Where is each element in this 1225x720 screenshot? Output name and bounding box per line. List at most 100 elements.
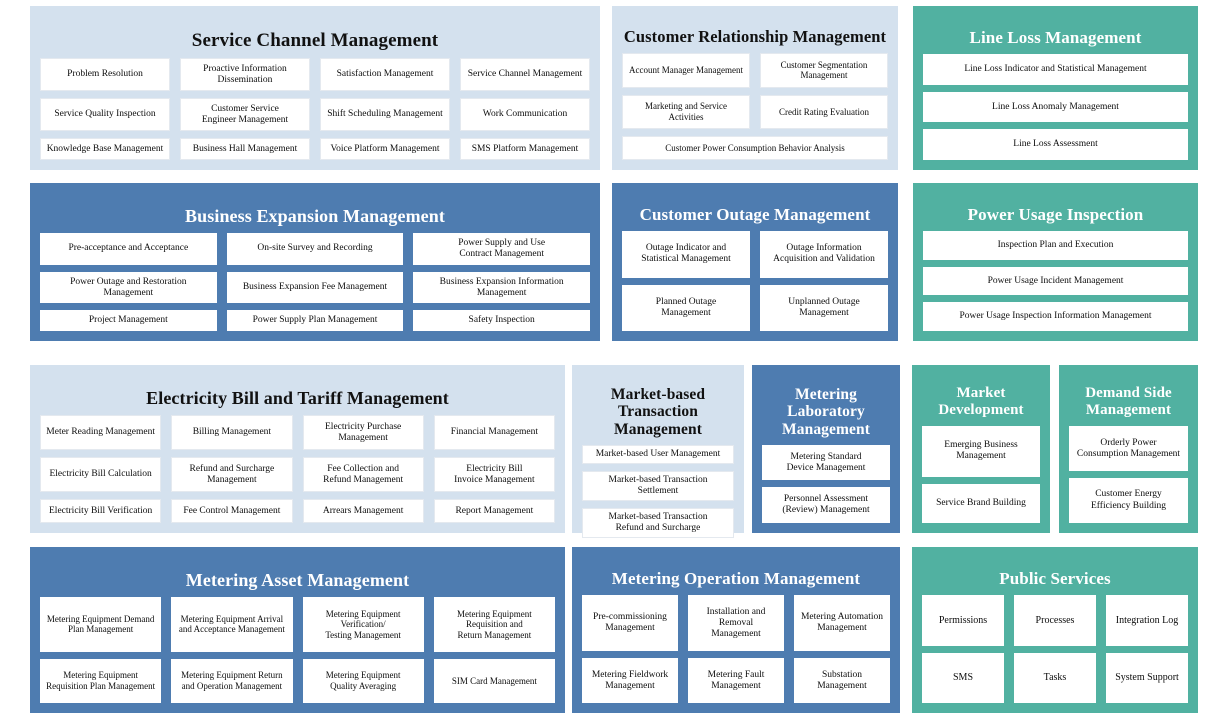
item-card[interactable]: Market-based Transaction Settlement: [582, 470, 734, 501]
item-card[interactable]: Business Expansion Information Managemen…: [413, 271, 590, 304]
item-card[interactable]: Outage Indicator and Statistical Managem…: [622, 231, 750, 278]
item-card[interactable]: Shift Scheduling Management: [320, 98, 450, 132]
item-card[interactable]: Metering Equipment Requisition and Retur…: [433, 597, 555, 652]
item-card[interactable]: Electricity Purchase Management: [302, 415, 424, 451]
item-card[interactable]: Service Quality Inspection: [40, 98, 170, 132]
item-card[interactable]: Safety Inspection: [413, 310, 590, 331]
panel-title: Metering Laboratory Management: [782, 385, 870, 438]
item-card[interactable]: Metering Equipment Verification/ Testing…: [302, 597, 424, 652]
item-card[interactable]: Project Management: [40, 310, 217, 331]
panel-title: Electricity Bill and Tariff Management: [146, 387, 449, 408]
item-card[interactable]: Customer Service Engineer Management: [180, 98, 310, 132]
item-card[interactable]: Line Loss Anomaly Management: [923, 91, 1188, 123]
item-card[interactable]: Installation and Removal Management: [688, 595, 784, 652]
panel-items: Pre-commissioning Management Installatio…: [582, 595, 890, 703]
item-card[interactable]: Metering Equipment Quality Averaging: [302, 658, 424, 703]
item-card[interactable]: Power Supply Plan Management: [226, 310, 404, 331]
item-card[interactable]: Metering Fault Management: [688, 658, 784, 703]
item-card[interactable]: Personnel Assessment (Review) Management: [762, 487, 890, 523]
item-card[interactable]: Metering Equipment Demand Plan Managemen…: [40, 597, 162, 652]
panel-title: Line Loss Management: [969, 28, 1142, 48]
item-card[interactable]: Account Manager Management: [622, 53, 750, 88]
item-card[interactable]: Voice Platform Management: [320, 138, 450, 160]
item-card[interactable]: Report Management: [433, 499, 555, 523]
item-card[interactable]: Metering Standard Device Management: [762, 444, 890, 481]
item-card[interactable]: Pre-commissioning Management: [582, 595, 678, 652]
item-card[interactable]: Business Expansion Fee Management: [226, 271, 404, 304]
item-card[interactable]: Refund and Surcharge Management: [171, 457, 293, 493]
item-card[interactable]: Fee Control Management: [171, 499, 293, 523]
item-card[interactable]: Business Hall Management: [180, 138, 310, 160]
item-card[interactable]: Line Loss Assessment: [923, 129, 1188, 160]
panel-items: Market-based User Management Market-base…: [582, 444, 734, 539]
item-card[interactable]: Pre-acceptance and Acceptance: [40, 233, 217, 265]
item-card[interactable]: Power Outage and Restoration Management: [40, 271, 217, 304]
item-card[interactable]: SMS Platform Management: [460, 138, 590, 160]
item-card[interactable]: System Support: [1106, 652, 1188, 703]
item-card[interactable]: Service Brand Building: [922, 483, 1040, 523]
item-card[interactable]: Power Supply and Use Contract Management: [413, 233, 590, 265]
item-card[interactable]: Metering Equipment Return and Operation …: [171, 658, 293, 703]
item-card[interactable]: On-site Survey and Recording: [226, 233, 404, 265]
item-card[interactable]: Power Usage Incident Management: [923, 266, 1188, 296]
item-card[interactable]: Integration Log: [1106, 595, 1188, 646]
item-card[interactable]: Marketing and Service Activities: [622, 94, 750, 129]
item-card[interactable]: Arrears Management: [302, 499, 424, 523]
panel-title: Service Channel Management: [191, 29, 439, 51]
item-card[interactable]: Outage Information Acquisition and Valid…: [760, 231, 888, 278]
item-card[interactable]: Satisfaction Management: [320, 58, 450, 92]
item-card[interactable]: Financial Management: [433, 415, 555, 451]
item-card[interactable]: Metering Fieldwork Management: [582, 658, 678, 703]
item-card[interactable]: SIM Card Management: [433, 658, 555, 703]
item-card[interactable]: Emerging Business Management: [922, 426, 1040, 477]
panel-title: Customer Relationship Management: [623, 26, 887, 46]
panel-title: Business Expansion Management: [185, 205, 445, 226]
item-card[interactable]: Planned Outage Management: [622, 284, 750, 331]
item-card[interactable]: Permissions: [922, 595, 1004, 646]
panel-items: Emerging Business Management Service Bra…: [922, 426, 1040, 523]
panel-title: Metering Operation Management: [611, 569, 861, 589]
item-card[interactable]: Customer Energy Efficiency Building: [1069, 478, 1188, 523]
item-card[interactable]: Customer Power Consumption Behavior Anal…: [622, 136, 888, 160]
item-card[interactable]: SMS: [922, 652, 1004, 703]
item-card[interactable]: Line Loss Indicator and Statistical Mana…: [923, 54, 1188, 85]
panel-customer-outage-management: Customer Outage Management Outage Indica…: [612, 183, 898, 341]
panel-title: Power Usage Inspection: [967, 205, 1144, 225]
item-card[interactable]: Electricity Bill Verification: [40, 499, 162, 523]
item-card[interactable]: Substation Management: [794, 658, 890, 703]
panel-title: Metering Asset Management: [185, 569, 410, 590]
item-card[interactable]: Power Usage Inspection Information Manag…: [923, 302, 1188, 331]
panel-demand-side-management: Demand Side Management Orderly Power Con…: [1059, 365, 1198, 533]
item-card[interactable]: Billing Management: [171, 415, 293, 451]
panel-market-development: Market Development Emerging Business Man…: [912, 365, 1050, 533]
panel-items: Metering Equipment Demand Plan Managemen…: [40, 597, 555, 703]
panel-service-channel-management: Service Channel Management Problem Resol…: [30, 6, 600, 170]
item-card[interactable]: Orderly Power Consumption Management: [1069, 426, 1188, 472]
item-card[interactable]: Service Channel Management: [460, 58, 590, 92]
item-card[interactable]: Metering Equipment Requisition Plan Mana…: [40, 658, 162, 703]
panel-items: Inspection Plan and Execution Power Usag…: [923, 231, 1188, 331]
item-card[interactable]: Work Communication: [460, 98, 590, 132]
item-card[interactable]: Knowledge Base Management: [40, 138, 170, 160]
item-card[interactable]: Electricity Bill Calculation: [40, 457, 162, 493]
item-card[interactable]: Market-based User Management: [582, 444, 734, 464]
item-card[interactable]: Credit Rating Evaluation: [760, 94, 888, 129]
item-card[interactable]: Processes: [1014, 595, 1096, 646]
item-card[interactable]: Tasks: [1014, 652, 1096, 703]
item-card[interactable]: Market-based Transaction Refund and Surc…: [582, 507, 734, 539]
item-card[interactable]: Inspection Plan and Execution: [923, 231, 1188, 260]
panel-line-loss-management: Line Loss Management Line Loss Indicator…: [913, 6, 1198, 170]
panel-business-expansion-management: Business Expansion Management Pre-accept…: [30, 183, 600, 341]
item-card[interactable]: Meter Reading Management: [40, 415, 162, 451]
item-card[interactable]: Unplanned Outage Management: [760, 284, 888, 331]
panel-items: Outage Indicator and Statistical Managem…: [622, 231, 888, 331]
item-card[interactable]: Metering Automation Management: [794, 595, 890, 652]
panel-metering-laboratory-management: Metering Laboratory Management Metering …: [752, 365, 900, 533]
item-card[interactable]: Proactive Information Dissemination: [180, 58, 310, 92]
item-card[interactable]: Electricity Bill Invoice Management: [433, 457, 555, 493]
item-card[interactable]: Metering Equipment Arrival and Acceptanc…: [171, 597, 293, 652]
item-card[interactable]: Fee Collection and Refund Management: [302, 457, 424, 493]
panel-market-based-transaction-management: Market-based Transaction Management Mark…: [572, 365, 744, 539]
item-card[interactable]: Customer Segmentation Management: [760, 53, 888, 88]
item-card[interactable]: Problem Resolution: [40, 58, 170, 92]
